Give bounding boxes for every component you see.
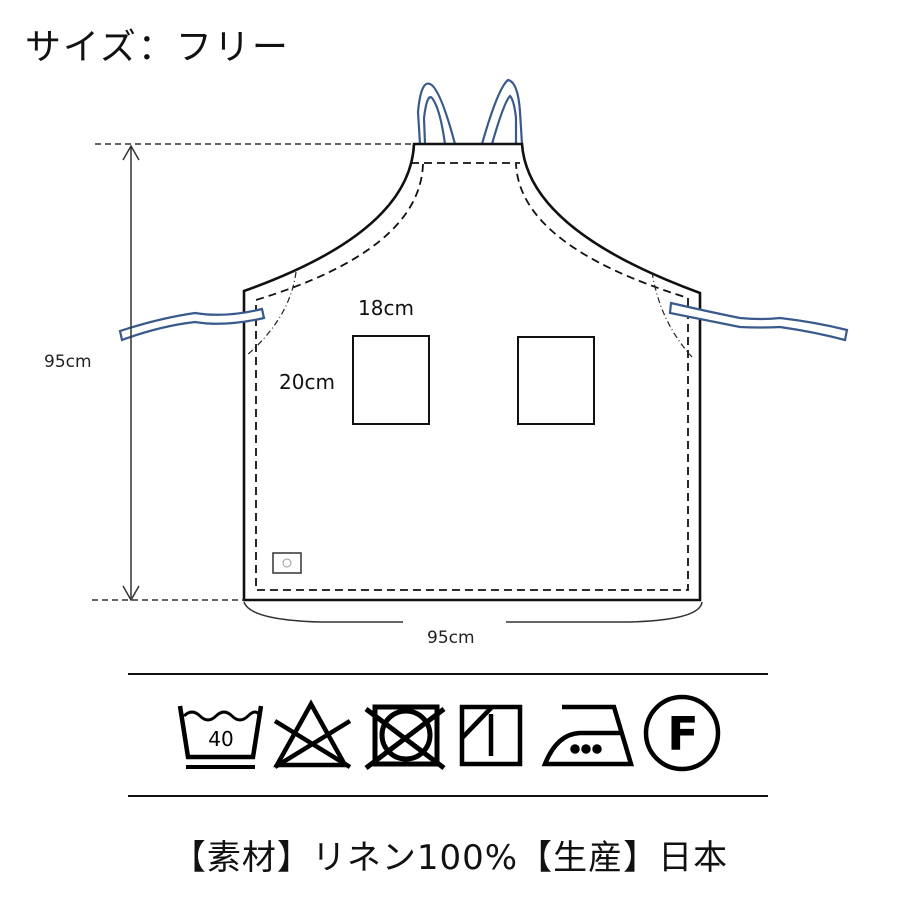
dry-clean-label: F [667,707,698,761]
height-label: 95cm [44,352,92,372]
size-title: サイズ：フリー [25,27,290,68]
left-pocket [352,335,430,425]
label-tag-icon [272,552,302,574]
stitch-line [255,162,689,591]
height-dimension [92,143,414,602]
iron-high-icon [541,704,635,767]
no-tumble-dry-icon [364,704,446,770]
width-dimension [243,601,703,623]
pocket-height-label: 20cm [279,370,335,394]
wash-temp-label: 40 [208,727,233,751]
apron-outline [242,142,702,602]
pocket-width-label: 18cm [358,296,414,320]
material-info: 【素材】リネン100%【生産】日本 [171,838,729,878]
bottom-divider [128,795,768,797]
no-bleach-icon [273,699,352,769]
right-pocket [517,336,595,425]
waist-tie-icon [118,301,849,342]
neck-strap-icon [416,78,524,145]
dry-clean-f-icon: F [643,694,721,772]
wash-40-gentle-icon: 40 [177,705,264,769]
apron-diagram [92,78,849,623]
width-label: 95cm [427,628,475,648]
top-divider [128,673,768,675]
shade-line-dry-icon [459,704,523,767]
